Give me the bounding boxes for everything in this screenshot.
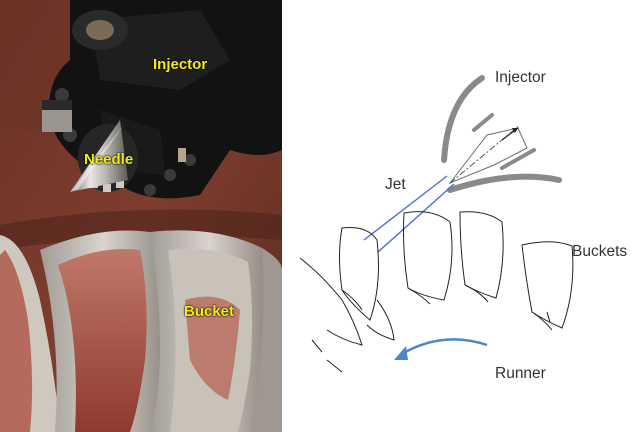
bucket-label: Bucket: [184, 303, 234, 320]
pelton-diagram: [282, 0, 636, 432]
buckets-label: Buckets: [572, 243, 627, 261]
injector-label: Injector: [495, 69, 546, 87]
diagram-panel: Injector Jet Buckets Runner: [282, 0, 636, 432]
photo-panel: Injector Needle Bucket: [0, 0, 282, 432]
turbine-photo: [0, 0, 282, 432]
runner-rotation-arrow: [394, 339, 487, 360]
needle-label: Needle: [84, 151, 133, 168]
runner-label: Runner: [495, 365, 546, 383]
jet-label: Jet: [385, 176, 406, 194]
injector-label: Injector: [153, 56, 207, 73]
nozzle: [444, 78, 559, 190]
buckets: [300, 212, 573, 372]
